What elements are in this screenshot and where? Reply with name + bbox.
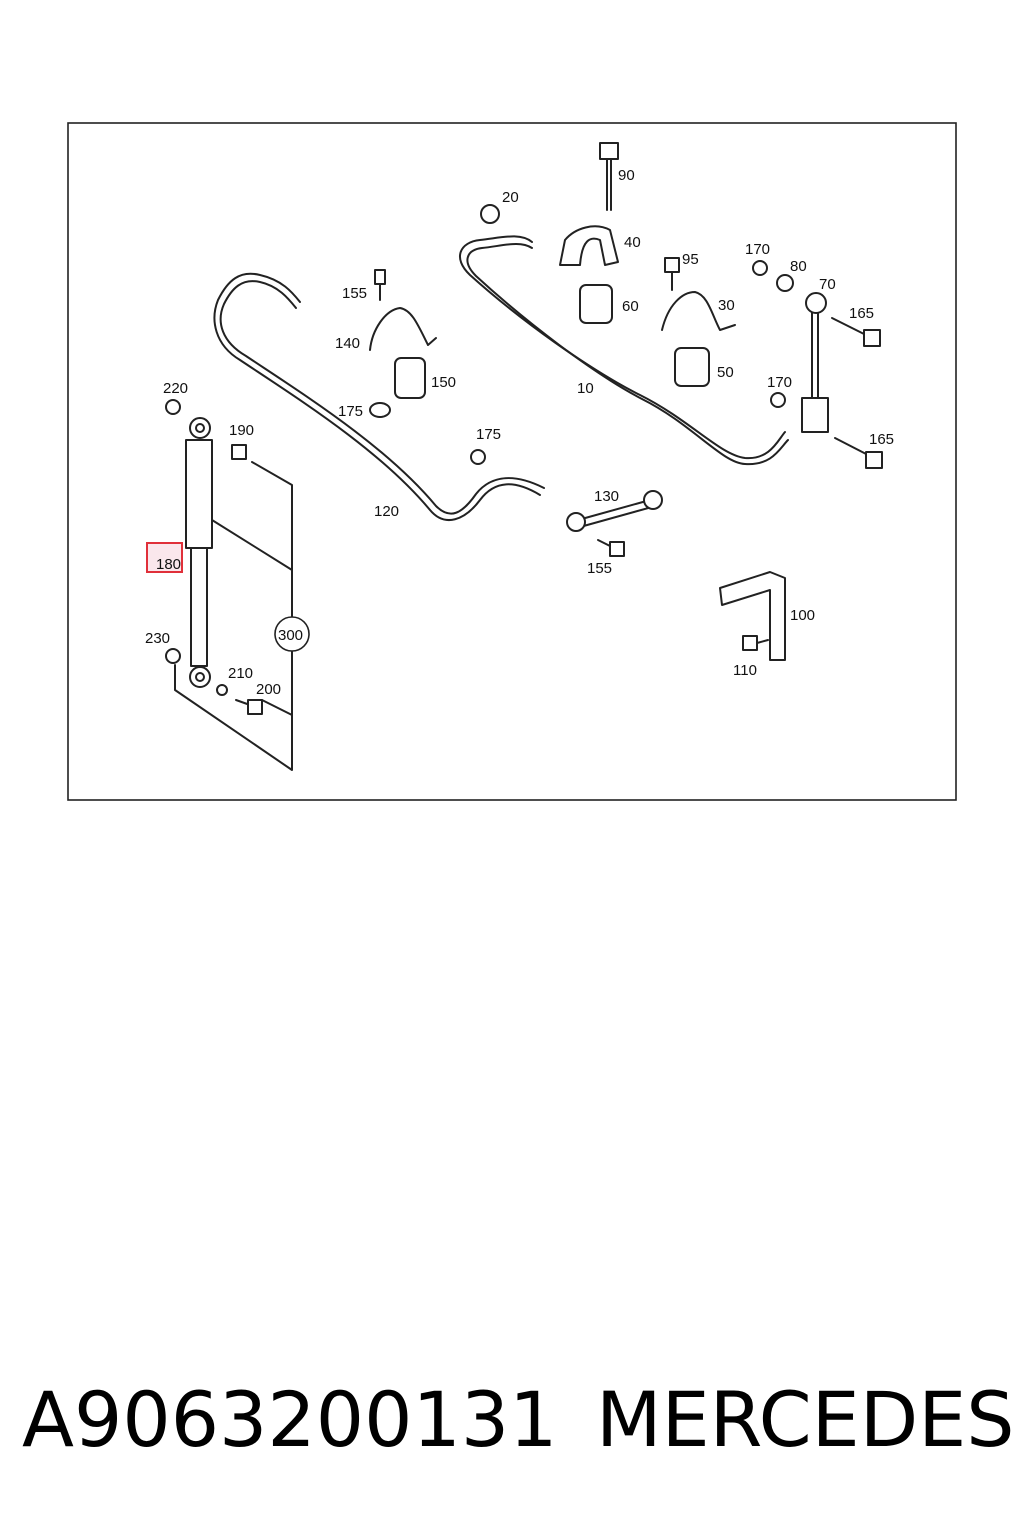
callout-155: 155 (342, 285, 367, 302)
highlight-box-180 (146, 542, 183, 573)
callout-200: 200 (256, 681, 281, 698)
part-number: A9063200131 (22, 1375, 558, 1464)
callout-300: 300 (278, 627, 303, 644)
callout-30: 30 (718, 297, 735, 314)
callout-165: 165 (849, 305, 874, 322)
brand-name: MERCEDES (596, 1375, 1015, 1464)
callout-10: 10 (577, 380, 594, 397)
clamp-140 (369, 307, 437, 351)
clamp-40 (559, 225, 619, 266)
bracket-100 (719, 571, 786, 661)
callout-50: 50 (717, 364, 734, 381)
callout-120: 120 (374, 503, 399, 520)
stabilizer-bar-front (213, 272, 541, 521)
callout-90: 90 (618, 167, 635, 184)
callout-70: 70 (819, 276, 836, 293)
parts-diagram: 10 20 30 40 50 60 70 80 90 95 100 110 120 130 140 150 15… (67, 122, 957, 801)
callout-155: 155 (587, 560, 612, 577)
callout-110: 110 (733, 662, 757, 679)
callout-150: 150 (431, 374, 456, 391)
callout-165: 165 (869, 431, 894, 448)
callout-140: 140 (335, 335, 360, 352)
callout-80: 80 (790, 258, 807, 275)
callout-175: 175 (338, 403, 363, 420)
callout-circle-300 (274, 616, 310, 652)
callout-180: 180 (156, 556, 181, 573)
callout-labels: 10 20 30 40 50 60 70 80 90 95 100 110 120 130 140 150 15… (145, 167, 894, 698)
callout-170: 170 (745, 241, 770, 258)
callout-40: 40 (624, 234, 641, 251)
callout-130: 130 (594, 488, 619, 505)
callout-175: 175 (476, 426, 501, 443)
callout-60: 60 (622, 298, 639, 315)
stabilizer-bar-rear (458, 235, 786, 460)
callout-95: 95 (682, 251, 699, 268)
callout-220: 220 (163, 380, 188, 397)
diagram-frame (67, 122, 957, 801)
callout-190: 190 (229, 422, 254, 439)
shock-absorber-body (185, 439, 213, 549)
callout-230: 230 (145, 630, 170, 647)
callout-170: 170 (767, 374, 792, 391)
callout-210: 210 (228, 665, 253, 682)
callout-100: 100 (790, 607, 815, 624)
callout-20: 20 (502, 189, 519, 206)
